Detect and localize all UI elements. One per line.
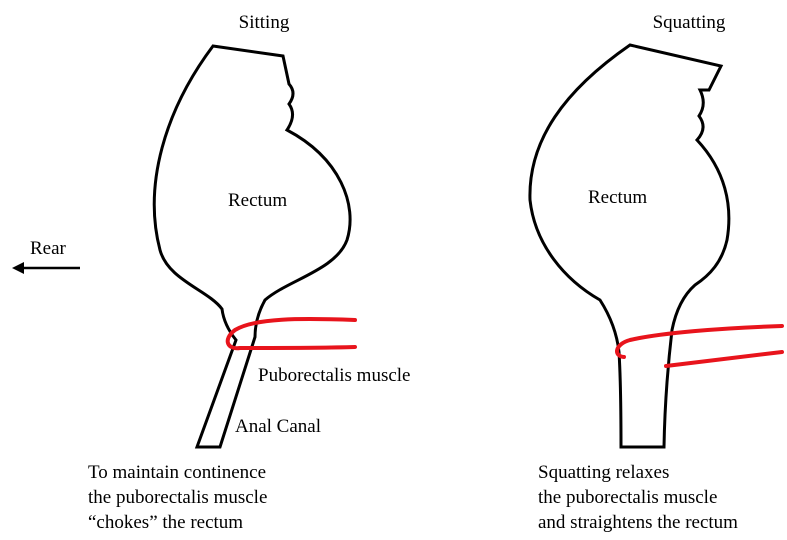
rectum-label-squatting: Rectum <box>588 187 647 208</box>
squatting-panel: Squatting Rectum Squatting relaxes the p… <box>530 12 782 533</box>
sitting-title: Sitting <box>239 12 290 33</box>
rear-label: Rear <box>30 238 67 259</box>
squatting-title: Squatting <box>653 12 726 33</box>
puborectalis-muscle-sitting <box>228 319 355 348</box>
rear-indicator: Rear <box>12 238 80 274</box>
puborectalis-muscle-squatting-lower <box>666 352 782 366</box>
anal-canal-label: Anal Canal <box>235 416 321 437</box>
sitting-panel: Sitting Rectum Puborectalis muscle Anal … <box>88 12 411 533</box>
sitting-caption-line-3: “chokes” the rectum <box>88 512 243 533</box>
squatting-caption-line-2: the puborectalis muscle <box>538 487 717 508</box>
left-arrow-icon <box>12 262 80 274</box>
puborectalis-label: Puborectalis muscle <box>258 365 411 386</box>
rectum-label-sitting: Rectum <box>228 190 287 211</box>
rectum-outline-squatting <box>530 45 729 447</box>
rectum-outline-sitting <box>154 46 350 447</box>
squatting-caption-line-1: Squatting relaxes <box>538 462 669 483</box>
sitting-caption-line-2: the puborectalis muscle <box>88 487 267 508</box>
sitting-caption-line-1: To maintain continence <box>88 462 266 483</box>
puborectalis-muscle-squatting <box>617 326 782 357</box>
squatting-caption-line-3: and straightens the rectum <box>538 512 738 533</box>
